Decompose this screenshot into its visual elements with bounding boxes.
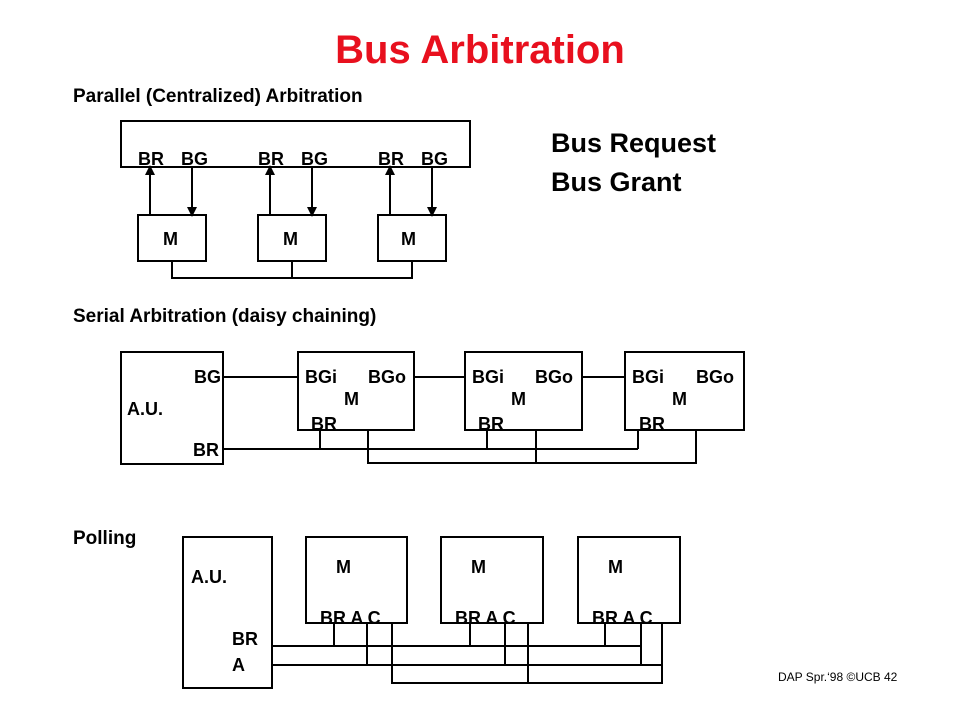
parallel-master-2-label: M <box>283 229 298 249</box>
serial-m3-label: M <box>672 389 687 409</box>
polling-m1-pins: BR A C <box>320 608 381 628</box>
serial-m2-label: M <box>511 389 526 409</box>
slide-footer: DAP Spr.‘98 ©UCB 42 <box>778 670 898 684</box>
polling-au-label: A.U. <box>191 567 227 587</box>
polling-m2-pins: BR A C <box>455 608 516 628</box>
serial-master-box-1 <box>297 351 415 431</box>
polling-au-box <box>182 536 273 689</box>
serial-m1-bgi: BGi <box>305 367 338 387</box>
serial-m2-bgi: BGi <box>472 367 505 387</box>
serial-heading: Serial Arbitration (daisy chaining) <box>73 306 377 327</box>
serial-master-box-2 <box>464 351 583 431</box>
polling-au-a-label: A <box>232 655 245 675</box>
serial-m3-br: BR <box>639 414 665 434</box>
legend-bus-request: Bus Request <box>551 128 717 158</box>
polling-au-br-label: BR <box>232 629 258 649</box>
polling-m1-label: M <box>336 557 351 577</box>
parallel-heading: Parallel (Centralized) Arbitration <box>73 86 363 107</box>
serial-m1-bgo: BGo <box>368 367 406 387</box>
serial-master-box-3 <box>624 351 745 431</box>
serial-au-bg-label: BG <box>194 367 221 387</box>
serial-m3-bgo: BGo <box>696 367 734 387</box>
serial-au-label: A.U. <box>127 399 163 419</box>
parallel-signal-br-2: BR <box>258 149 284 169</box>
serial-m2-br: BR <box>478 414 504 434</box>
serial-m1-label: M <box>344 389 359 409</box>
serial-m2-bgo: BGo <box>535 367 573 387</box>
serial-m3-bgi: BGi <box>632 367 665 387</box>
legend-bus-grant: Bus Grant <box>551 167 682 197</box>
polling-m3-label: M <box>608 557 623 577</box>
parallel-signal-bg-2: BG <box>301 149 328 169</box>
parallel-master-1-label: M <box>163 229 178 249</box>
polling-m2-label: M <box>471 557 486 577</box>
serial-m1-br: BR <box>311 414 337 434</box>
polling-master-box-3 <box>577 536 681 624</box>
slide-title: Bus Arbitration <box>335 28 625 72</box>
parallel-signal-bg-3: BG <box>421 149 448 169</box>
polling-heading: Polling <box>73 528 137 549</box>
polling-master-box-2 <box>440 536 544 624</box>
polling-m3-pins: BR A C <box>592 608 653 628</box>
serial-au-br-label: BR <box>193 440 219 460</box>
parallel-signal-br-1: BR <box>138 149 164 169</box>
parallel-master-3-label: M <box>401 229 416 249</box>
parallel-arbiter-box <box>120 120 471 168</box>
serial-au-box <box>120 351 224 465</box>
parallel-signal-br-3: BR <box>378 149 404 169</box>
polling-master-box-1 <box>305 536 408 624</box>
parallel-signal-bg-1: BG <box>181 149 208 169</box>
